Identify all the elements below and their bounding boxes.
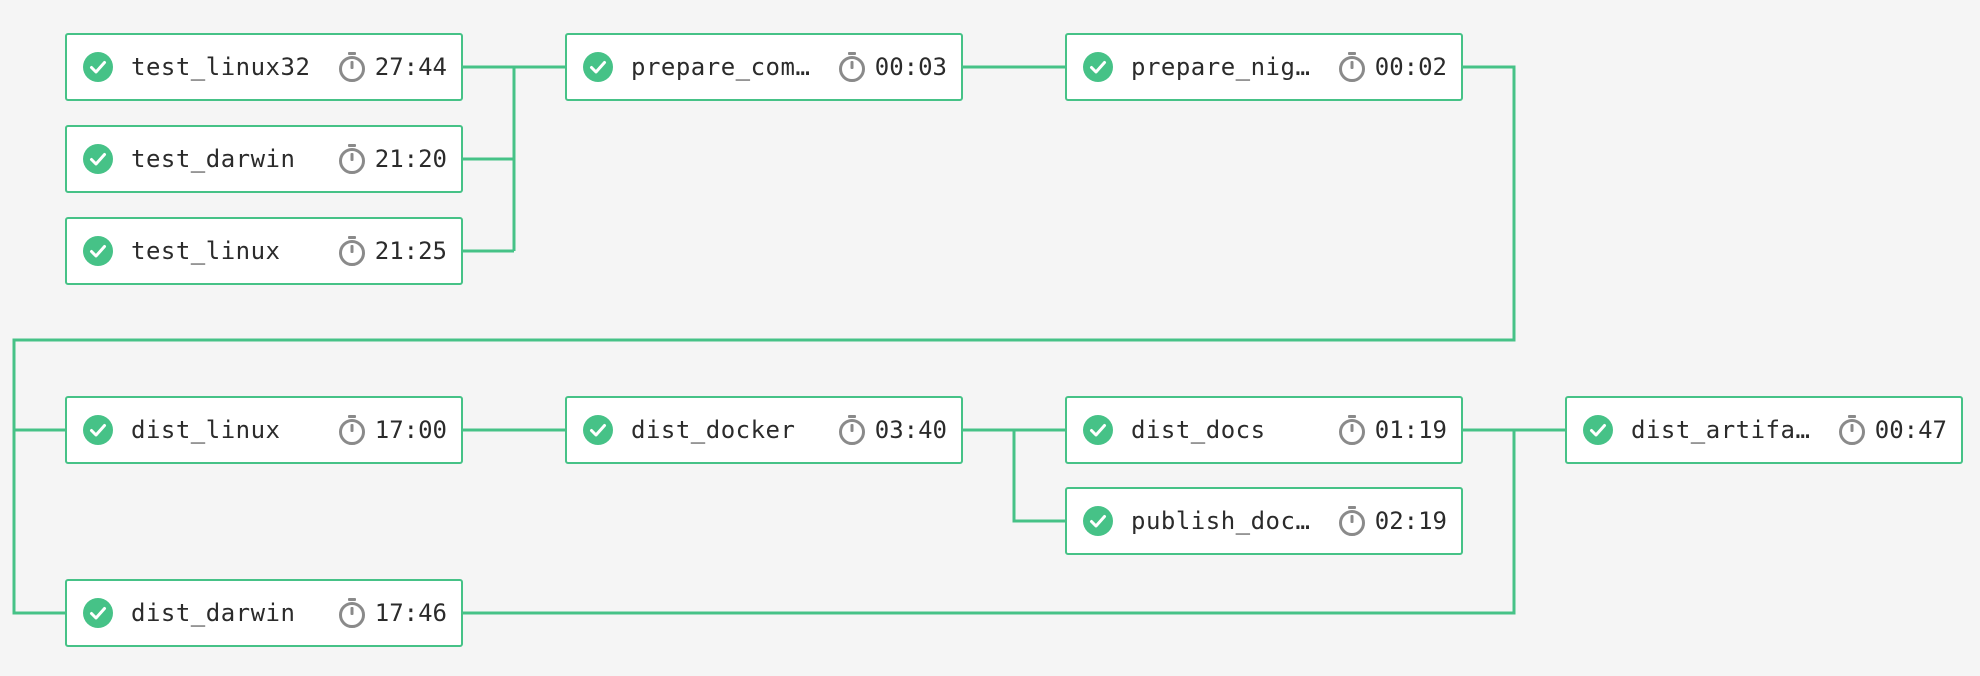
check-circle-icon xyxy=(583,415,613,445)
check-circle-icon xyxy=(83,598,113,628)
connector-dist-docker-publish-dock xyxy=(1012,430,1065,523)
check-circle-icon xyxy=(1083,506,1113,536)
job-name: dist_docker xyxy=(631,416,796,444)
job-test-linux32[interactable]: test_linux32 27:44 xyxy=(65,33,463,101)
job-publish-dock[interactable]: publish_dock… 02:19 xyxy=(1065,487,1463,555)
job-duration: 21:20 xyxy=(374,145,447,173)
stopwatch-icon xyxy=(837,51,867,83)
stopwatch-icon xyxy=(337,51,367,83)
job-test-darwin[interactable]: test_darwin 21:20 xyxy=(65,125,463,193)
stopwatch-icon xyxy=(337,143,367,175)
connector-prepare-nigh-dist-stage xyxy=(12,65,1516,615)
check-circle-icon xyxy=(83,415,113,445)
job-name: dist_artifac… xyxy=(1631,416,1825,444)
job-duration: 03:40 xyxy=(874,416,947,444)
stopwatch-icon xyxy=(1337,505,1367,537)
check-circle-icon xyxy=(83,236,113,266)
stopwatch-icon xyxy=(837,414,867,446)
job-duration: 00:02 xyxy=(1374,53,1447,81)
job-name: dist_darwin xyxy=(131,599,296,627)
job-duration: 00:47 xyxy=(1874,416,1947,444)
stopwatch-icon xyxy=(337,597,367,629)
connector-dist-darwin-dist-artifac xyxy=(463,430,1516,615)
job-name: prepare_nigh… xyxy=(1131,53,1325,81)
job-duration: 27:44 xyxy=(374,53,447,81)
job-name: test_linux xyxy=(131,237,281,265)
check-circle-icon xyxy=(1083,52,1113,82)
job-name: test_darwin xyxy=(131,145,296,173)
job-duration: 00:03 xyxy=(874,53,947,81)
job-name: publish_dock… xyxy=(1131,507,1325,535)
check-circle-icon xyxy=(83,52,113,82)
check-circle-icon xyxy=(1083,415,1113,445)
job-name: prepare_comm… xyxy=(631,53,825,81)
job-duration: 17:00 xyxy=(374,416,447,444)
job-duration: 01:19 xyxy=(1374,416,1447,444)
stopwatch-icon xyxy=(1337,51,1367,83)
job-duration: 17:46 xyxy=(374,599,447,627)
stopwatch-icon xyxy=(337,235,367,267)
check-circle-icon xyxy=(83,144,113,174)
job-name: dist_docs xyxy=(1131,416,1266,444)
stopwatch-icon xyxy=(337,414,367,446)
job-test-linux[interactable]: test_linux 21:25 xyxy=(65,217,463,285)
check-circle-icon xyxy=(1583,415,1613,445)
job-dist-docker[interactable]: dist_docker 03:40 xyxy=(565,396,963,464)
job-prepare-nigh[interactable]: prepare_nigh… 00:02 xyxy=(1065,33,1463,101)
job-name: test_linux32 xyxy=(131,53,311,81)
job-duration: 21:25 xyxy=(374,237,447,265)
stopwatch-icon xyxy=(1837,414,1867,446)
job-dist-artifac[interactable]: dist_artifac… 00:47 xyxy=(1565,396,1963,464)
job-prepare-comm[interactable]: prepare_comm… 00:03 xyxy=(565,33,963,101)
job-dist-linux[interactable]: dist_linux 17:00 xyxy=(65,396,463,464)
job-name: dist_linux xyxy=(131,416,281,444)
job-duration: 02:19 xyxy=(1374,507,1447,535)
job-dist-darwin[interactable]: dist_darwin 17:46 xyxy=(65,579,463,647)
check-circle-icon xyxy=(583,52,613,82)
stopwatch-icon xyxy=(1337,414,1367,446)
job-dist-docs[interactable]: dist_docs 01:19 xyxy=(1065,396,1463,464)
